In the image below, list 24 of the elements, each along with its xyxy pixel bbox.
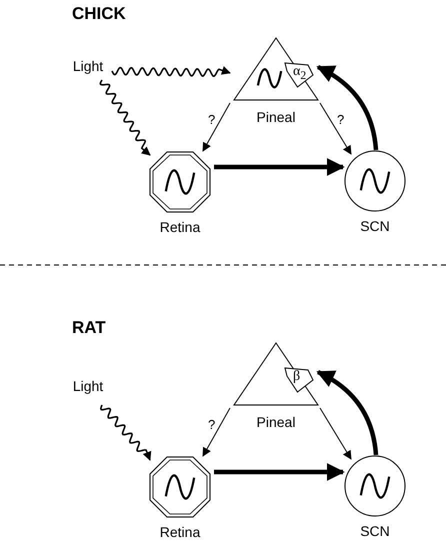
- node-label: Retina: [160, 219, 200, 235]
- arrow: [202, 408, 230, 457]
- arrow: [316, 370, 378, 456]
- edge-label: ?: [207, 418, 216, 432]
- node-label: SCN: [360, 218, 390, 234]
- panel-title: RAT: [72, 318, 106, 338]
- node-label: Pineal: [256, 109, 296, 125]
- wavy-arrow: [111, 66, 231, 78]
- edge-label: ?: [336, 113, 346, 127]
- wavy-arrow: [100, 404, 152, 461]
- node-label: Light: [72, 378, 104, 394]
- edge-label: ?: [207, 113, 216, 127]
- arrow: [202, 102, 230, 152]
- node-label: Pineal: [256, 414, 296, 430]
- arrow: [214, 463, 345, 481]
- node-label: Retina: [160, 524, 200, 540]
- node-label: SCN: [360, 523, 390, 539]
- arrow: [316, 65, 378, 150]
- panel-title: CHICK: [72, 4, 126, 24]
- arrow: [214, 158, 345, 176]
- wavy-arrow: [99, 80, 151, 156]
- node-label: Light: [72, 58, 104, 74]
- arrow: [320, 102, 352, 155]
- arrow: [320, 408, 352, 460]
